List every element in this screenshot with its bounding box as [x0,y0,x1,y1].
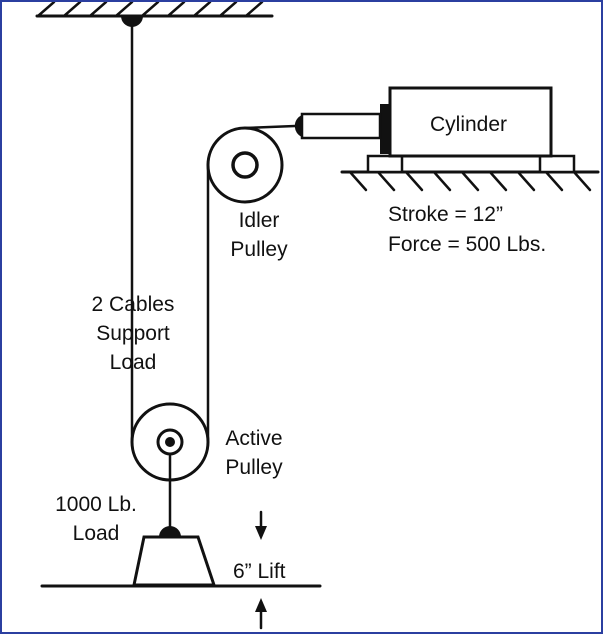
load-label: 1000 Lb. Load [52,490,140,548]
lift-dimension-arrows [255,510,267,630]
cables-support-label: 2 Cables Support Load [72,290,194,377]
cylinder-end-plate [380,104,390,154]
force-spec: Force = 500 Lbs. [388,233,547,256]
ceiling-support [35,2,274,27]
stroke-spec: Stroke = 12” [388,203,503,226]
active-pulley-label-line1: Active [225,427,283,450]
cylinder-foot-left [366,154,404,174]
idler-pulley [206,126,284,204]
cylinder-foot-right [538,154,576,174]
active-pulley-label-line2: Pulley [225,456,283,479]
cylinder-body [388,86,553,158]
idler-pulley-label-line1: Idler [238,209,280,232]
rod-end-clevis [294,115,302,137]
idler-pulley-label: Idler Pulley [216,206,302,264]
cables-label-line1: 2 Cables [91,293,175,316]
active-pulley [130,402,210,482]
idler-pulley-label-line2: Pulley [230,238,288,261]
load-block [132,526,217,587]
lift-label: 6” Lift [233,560,286,583]
cables-label-line3: Load [109,351,157,374]
active-pulley-label: Active Pulley [212,424,296,482]
cylinder-ground [340,170,600,192]
load-label-line2: Load [72,522,120,545]
cylinder-rod [300,112,382,140]
load-label-line1: 1000 Lb. [55,493,137,516]
cables-label-line2: Support [96,322,170,345]
cylinder-label: Cylinder [430,113,508,136]
